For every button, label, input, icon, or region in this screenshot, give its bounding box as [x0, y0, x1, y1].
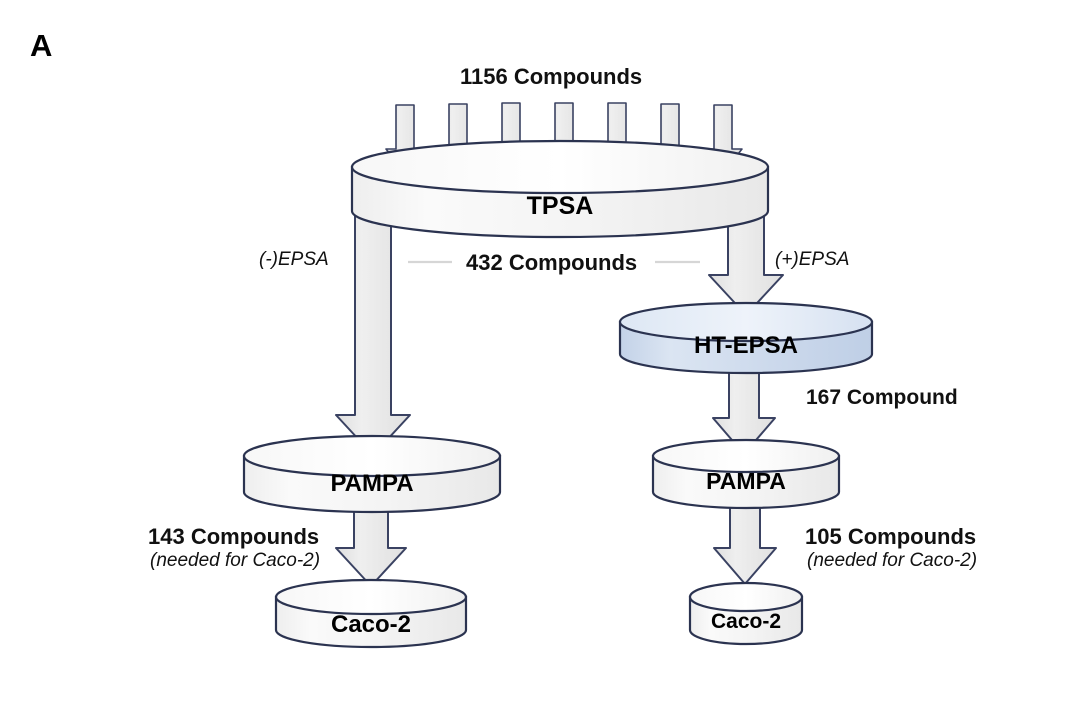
branch-right-label: (+)EPSA	[775, 249, 850, 270]
input-compounds-label: 1156 Compounds	[460, 64, 643, 89]
right-output-count-label: 105 Compounds	[805, 524, 977, 549]
right-output-note-label: (needed for Caco-2)	[807, 550, 978, 571]
arrow-tpsa-to-pampa-left	[335, 214, 411, 456]
node-caco2-right[interactable]	[688, 581, 804, 646]
htepsa-output-label: 167 Compound	[806, 386, 958, 409]
left-output-count-label: 143 Compounds	[148, 524, 320, 549]
node-tpsa[interactable]	[350, 139, 770, 239]
node-ht-epsa[interactable]	[618, 301, 874, 375]
node-pampa-right[interactable]	[651, 438, 841, 510]
left-output-note-label: (needed for Caco-2)	[150, 550, 321, 571]
node-pampa-left[interactable]	[242, 434, 502, 514]
panel-label: A	[30, 28, 53, 63]
mid-compounds-label: 432 Compounds	[466, 250, 638, 275]
arrow-tpsa-to-htepsa	[708, 214, 784, 316]
branch-left-label: (-)EPSA	[259, 249, 329, 270]
node-caco2-left[interactable]	[274, 578, 468, 649]
